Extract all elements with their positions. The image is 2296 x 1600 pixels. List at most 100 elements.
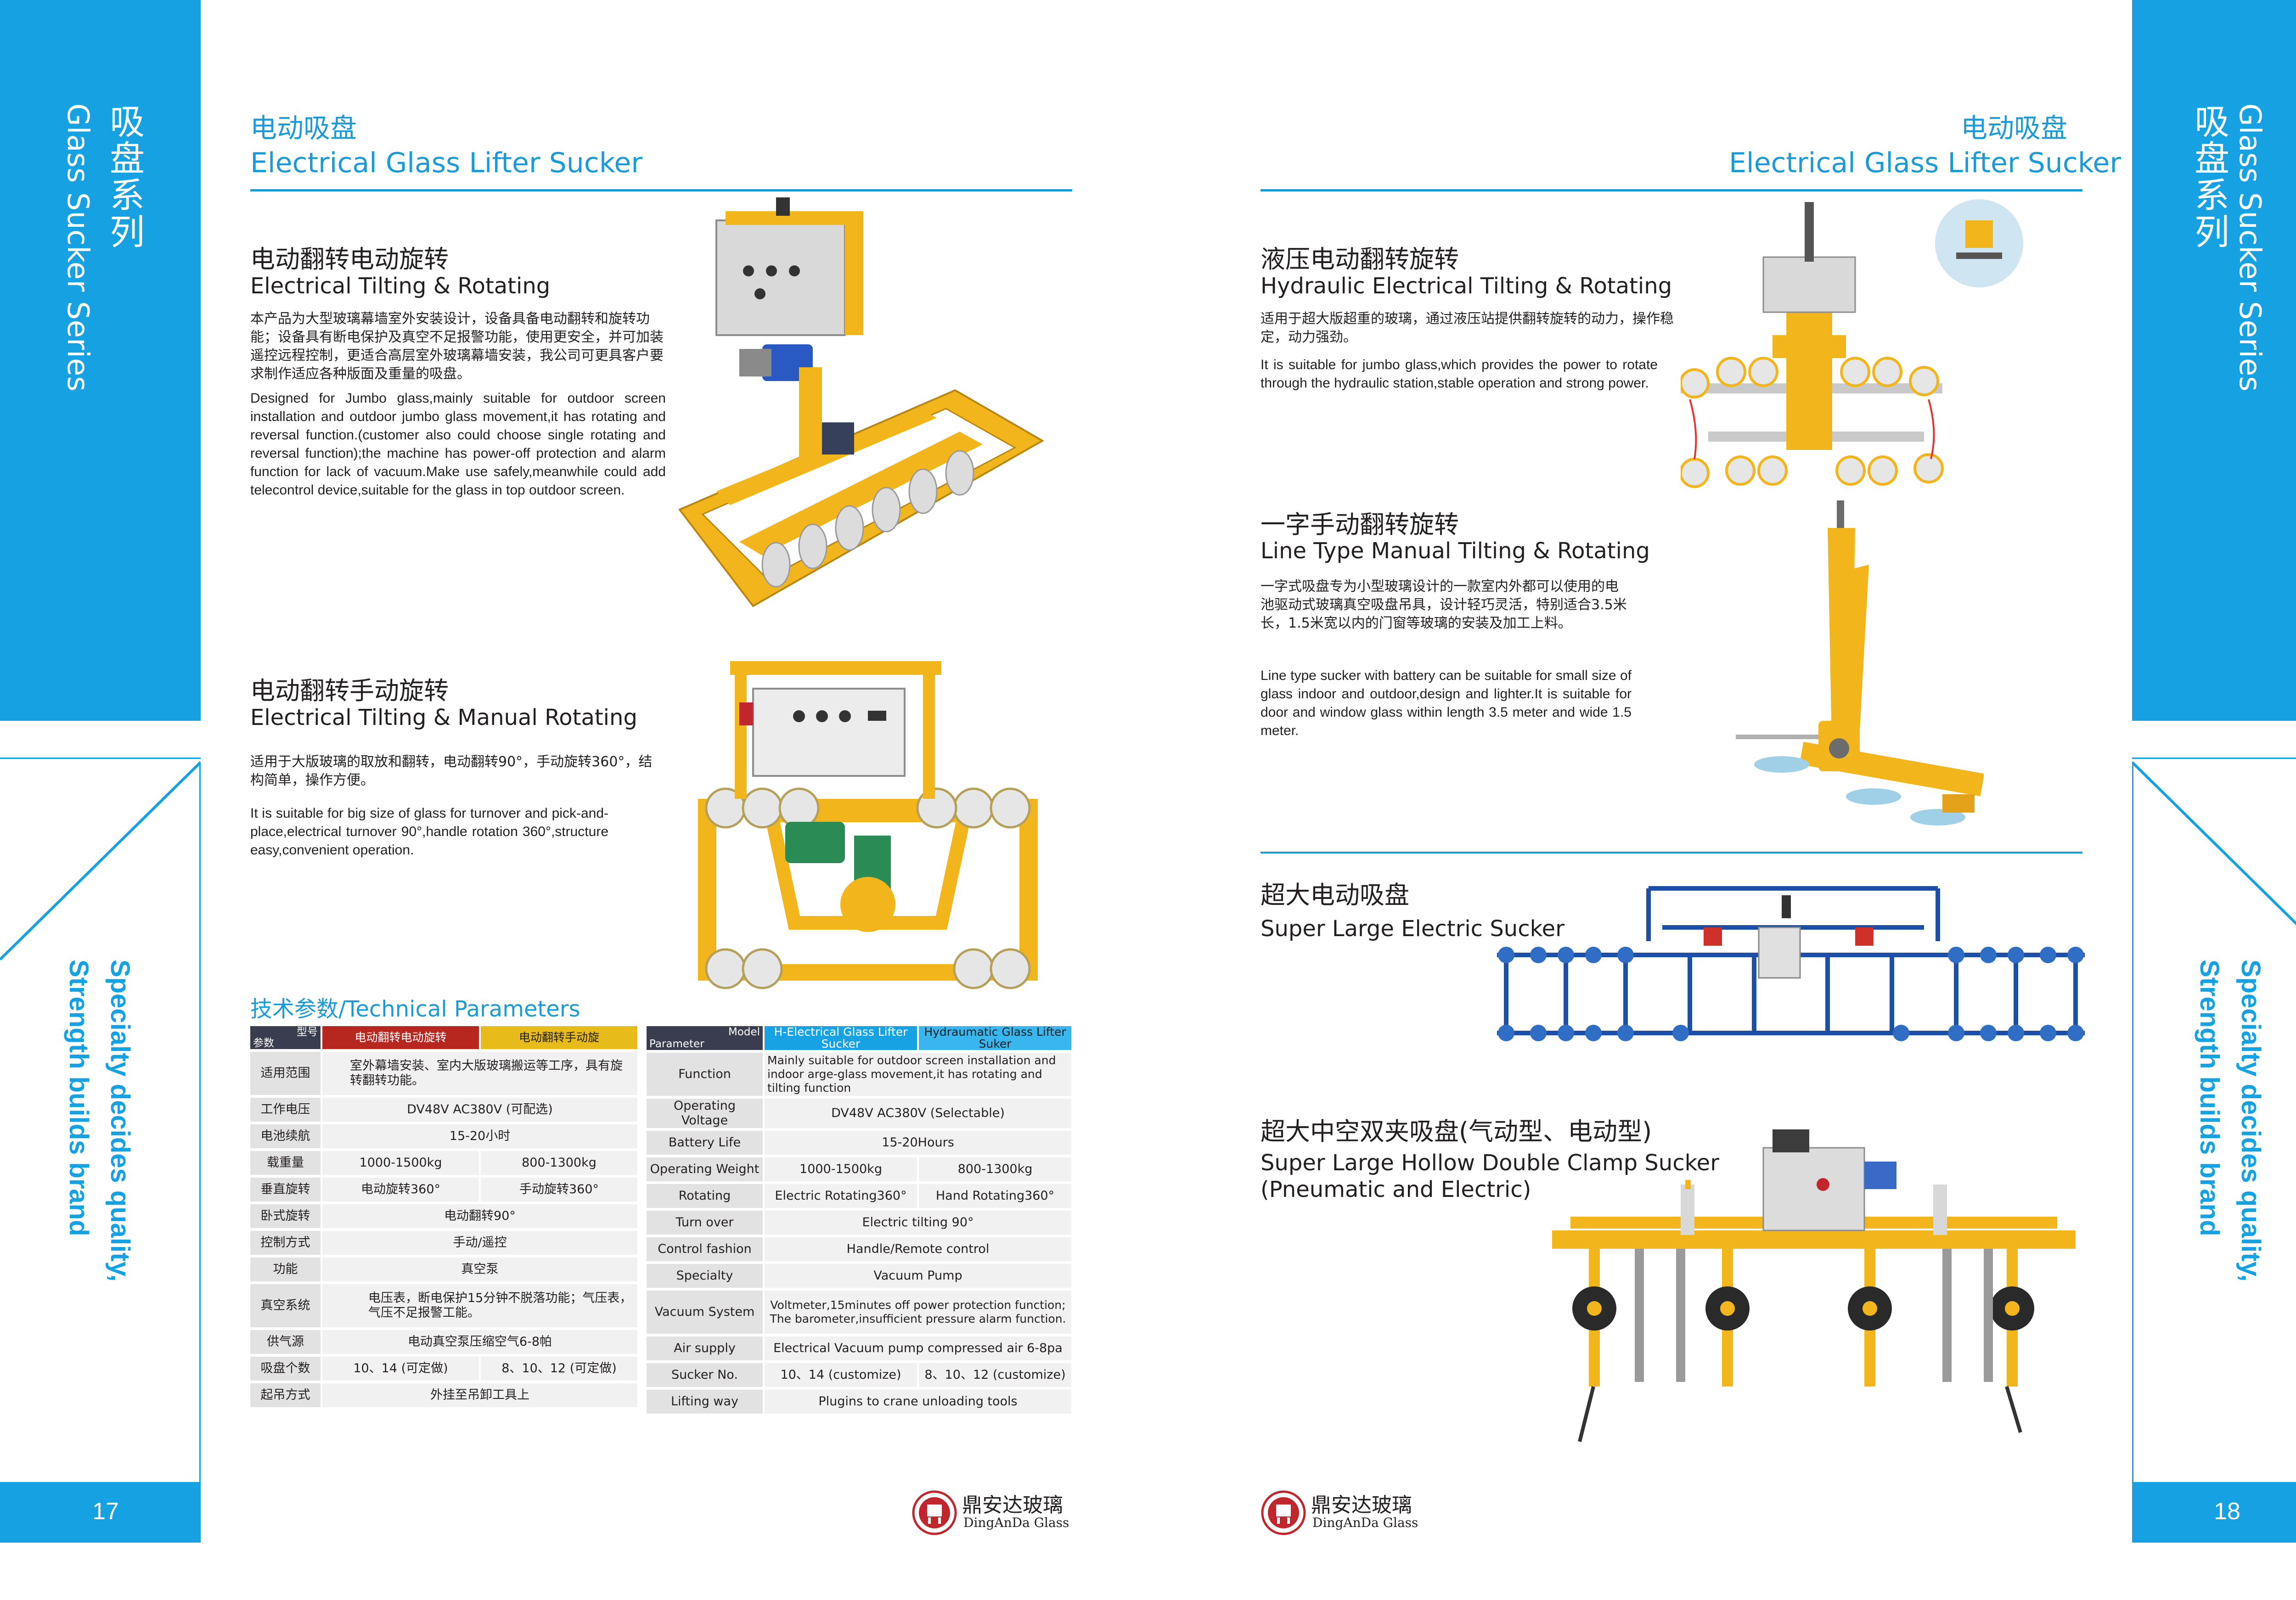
tech-params-table-cn: 型号 参数 电动翻转电动旋转 电动翻转手动旋 适用范围室外幕墙安装、室内大版玻璃… xyxy=(250,1026,639,1410)
right-side-tab xyxy=(2132,0,2296,721)
row-value-2: Hand Rotating360° xyxy=(918,1183,1073,1211)
left-header-en: Electrical Glass Lifter Sucker xyxy=(250,147,643,179)
tech-params-title: 技术参数/Technical Parameters xyxy=(250,996,580,1022)
super-large-hollow-double-clamp-sucker-image xyxy=(1552,1129,2076,1442)
left-section2-desc-en: It is suitable for big size of glass for… xyxy=(250,806,608,858)
header-param-label: Parameter xyxy=(649,1038,704,1050)
row-value: 真空泵 xyxy=(321,1256,639,1284)
right-header-rule xyxy=(1261,189,2082,191)
row-value-1: 电动旋转360° xyxy=(321,1176,481,1204)
row-value: Electric tilting 90° xyxy=(764,1209,1073,1237)
left-section1-desc-cn: 本产品为大型玻璃幕墙室外安装设计，设备具备电动翻转和旋转功能；设备具有断电保护及… xyxy=(250,311,664,382)
table-row: 功能真空泵 xyxy=(250,1256,639,1284)
row-label: Operating Voltage xyxy=(647,1097,765,1131)
row-value: DV48V AC380V (Selectable) xyxy=(764,1097,1073,1131)
right-slogan-line2: Strength builds brand xyxy=(2195,960,2224,1236)
left-page-number: 17 xyxy=(92,1498,119,1525)
right-section4-title-cn: 超大中空双夹吸盘(气动型、电动型) xyxy=(1261,1117,1652,1146)
left-side-tab-en: Glass Sucker Series xyxy=(61,103,95,392)
table-row: 供气源电动真空泵压缩空气6-8帕 xyxy=(250,1329,639,1357)
right-header-cn: 电动吸盘 xyxy=(1961,112,2068,144)
right-section1-desc-en: It is suitable for jumbo glass,which pro… xyxy=(1261,357,1658,391)
table-header-col2: 电动翻转手动旋 xyxy=(480,1026,639,1052)
row-value-1: 1000-1500kg xyxy=(321,1150,481,1178)
row-label: 工作电压 xyxy=(250,1096,322,1124)
table-header-row: 型号 参数 电动翻转电动旋转 电动翻转手动旋 xyxy=(250,1026,639,1052)
row-value: 15-20Hours xyxy=(764,1129,1073,1157)
row-value-1: Electric Rotating360° xyxy=(764,1183,919,1211)
table-header-col2: Hydraumatic Glass Lifter Suker xyxy=(918,1026,1073,1053)
table-row: 真空系统电压表，断电保护15分钟不脱落功能；气压表，气压不足报警工能。 xyxy=(250,1283,639,1330)
right-section-divider xyxy=(1261,852,2082,853)
right-section4-title-en-line2: (Pneumatic and Electric) xyxy=(1261,1177,1531,1202)
row-value: Mainly suitable for outdoor screen insta… xyxy=(764,1051,1073,1099)
left-slogan-line1: Specialty decides quality, xyxy=(105,960,135,1282)
header-model-label: Model xyxy=(728,1026,760,1038)
row-value: DV48V AC380V (可配选) xyxy=(321,1096,639,1124)
row-value-1: 10、14 (customize) xyxy=(764,1362,919,1390)
row-label: 吸盘个数 xyxy=(250,1355,322,1383)
left-section1-desc-en: Designed for Jumbo glass,mainly suitable… xyxy=(250,391,666,498)
row-label: Operating Weight xyxy=(647,1156,765,1184)
table-header-diagonal-cell: Model Parameter xyxy=(647,1026,765,1053)
header-model-label: 型号 xyxy=(297,1026,318,1038)
table-row: 垂直旋转电动旋转360°手动旋转360° xyxy=(250,1176,639,1204)
header-param-label: 参数 xyxy=(253,1037,274,1049)
row-label: 垂直旋转 xyxy=(250,1176,322,1204)
table-row: 卧式旋转电动翻转90° xyxy=(250,1203,639,1231)
row-value: Electrical Vacuum pump compressed air 6-… xyxy=(764,1335,1073,1363)
right-side-tab-en: Glass Sucker Series xyxy=(2233,103,2267,392)
right-section2-title-cn: 一字手动翻转旋转 xyxy=(1261,510,1459,539)
right-section1-title-cn: 液压电动翻转旋转 xyxy=(1261,245,1459,274)
row-label: Turn over xyxy=(647,1209,765,1237)
right-header-en: Electrical Glass Lifter Sucker xyxy=(1729,147,2122,179)
right-side-tab-cn: 吸盘系列 xyxy=(2189,103,2229,250)
row-value-2: 800-1300kg xyxy=(918,1156,1073,1184)
row-label: 功能 xyxy=(250,1256,322,1284)
left-section1-title-en: Electrical Tilting & Rotating xyxy=(250,273,551,299)
right-page-number: 18 xyxy=(2214,1498,2240,1525)
right-section3-title-en: Super Large Electric Sucker xyxy=(1261,916,1564,942)
left-section2-title-cn: 电动翻转手动旋转 xyxy=(250,676,449,705)
right-brand-name-cn: 鼎安达玻璃 xyxy=(1311,1493,1412,1517)
row-value: 室外幕墙安装、室内大版玻璃搬运等工序，具有旋转翻转功能。 xyxy=(321,1050,639,1098)
row-value: Vacuum Pump xyxy=(764,1263,1073,1291)
tech-params-table-en: Model Parameter H-Electrical Glass Lifte… xyxy=(647,1026,1073,1416)
row-label: Vacuum System xyxy=(647,1289,765,1336)
row-label: 适用范围 xyxy=(250,1050,322,1098)
table-row: 适用范围室外幕墙安装、室内大版玻璃搬运等工序，具有旋转翻转功能。 xyxy=(250,1050,639,1098)
right-side-diagonal-frame xyxy=(2132,758,2296,1488)
row-label: 真空系统 xyxy=(250,1283,322,1330)
row-value-1: 1000-1500kg xyxy=(764,1156,919,1184)
row-label: Battery Life xyxy=(647,1129,765,1157)
table-row: Sucker No.10、14 (customize)8、10、12 (cust… xyxy=(647,1362,1073,1390)
right-section1-title-en: Hydraulic Electrical Tilting & Rotating xyxy=(1261,273,1672,299)
row-value: 15-20小时 xyxy=(321,1123,639,1151)
left-brand-name-cn: 鼎安达玻璃 xyxy=(962,1493,1063,1517)
table-header-row: Model Parameter H-Electrical Glass Lifte… xyxy=(647,1026,1073,1053)
left-brand-seal-icon xyxy=(912,1490,957,1535)
right-section2-title-en: Line Type Manual Tilting & Rotating xyxy=(1261,538,1650,564)
row-label: 电池续航 xyxy=(250,1123,322,1151)
left-side-tab-cn: 吸盘系列 xyxy=(104,103,145,250)
left-section1-title-cn: 电动翻转电动旋转 xyxy=(250,245,449,274)
right-section4-title-en-line1: Super Large Hollow Double Clamp Sucker xyxy=(1261,1150,1719,1176)
row-label: 卧式旋转 xyxy=(250,1203,322,1231)
row-label: 载重量 xyxy=(250,1150,322,1178)
row-value: Voltmeter,15minutes off power protection… xyxy=(764,1289,1073,1336)
table-row: 控制方式手动/遥控 xyxy=(250,1229,639,1258)
row-label: Control fashion xyxy=(647,1236,765,1264)
row-value: 电动翻转90° xyxy=(321,1203,639,1231)
electrical-tilting-manual-rotating-sucker-image xyxy=(698,661,1038,989)
right-section3-title-cn: 超大电动吸盘 xyxy=(1261,881,1409,909)
left-section2-title-en: Electrical Tilting & Manual Rotating xyxy=(250,705,637,730)
row-label: Air supply xyxy=(647,1335,765,1363)
